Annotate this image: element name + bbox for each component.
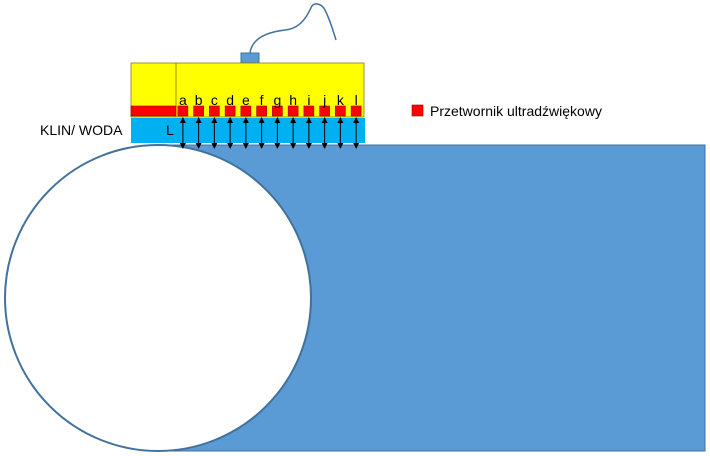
element-label-i: i xyxy=(307,92,310,108)
element-label-f: f xyxy=(260,92,264,108)
connector xyxy=(240,52,260,64)
element-k xyxy=(335,105,346,117)
element-label-l: l xyxy=(355,92,358,108)
element-label-a: a xyxy=(179,92,187,108)
element-label-e: e xyxy=(242,92,250,108)
element-label-b: b xyxy=(195,92,203,108)
wedge-letter: L xyxy=(166,122,174,138)
element-j xyxy=(319,105,330,117)
element-g xyxy=(272,105,283,117)
element-label-k: k xyxy=(337,92,345,108)
element-label-c: c xyxy=(211,92,218,108)
element-l xyxy=(350,105,362,117)
element-c xyxy=(209,105,220,117)
element-d xyxy=(224,105,236,117)
element-label-h: h xyxy=(289,92,297,108)
element-i xyxy=(303,105,315,117)
element-b xyxy=(193,105,204,117)
legend-label: Przetwornik ultradźwiękowy xyxy=(430,103,602,119)
cable xyxy=(249,3,337,54)
element-label-g: g xyxy=(273,92,281,108)
element-strip xyxy=(130,105,177,117)
element-e xyxy=(240,105,252,117)
element-label-j: j xyxy=(322,92,326,108)
wedge-label: KLIN/ WODA xyxy=(40,122,123,138)
element-h xyxy=(287,105,299,117)
element-a xyxy=(177,105,189,117)
element-f xyxy=(256,105,267,117)
element-label-d: d xyxy=(226,92,234,108)
legend-swatch xyxy=(411,104,424,117)
bore-circle xyxy=(4,144,312,452)
